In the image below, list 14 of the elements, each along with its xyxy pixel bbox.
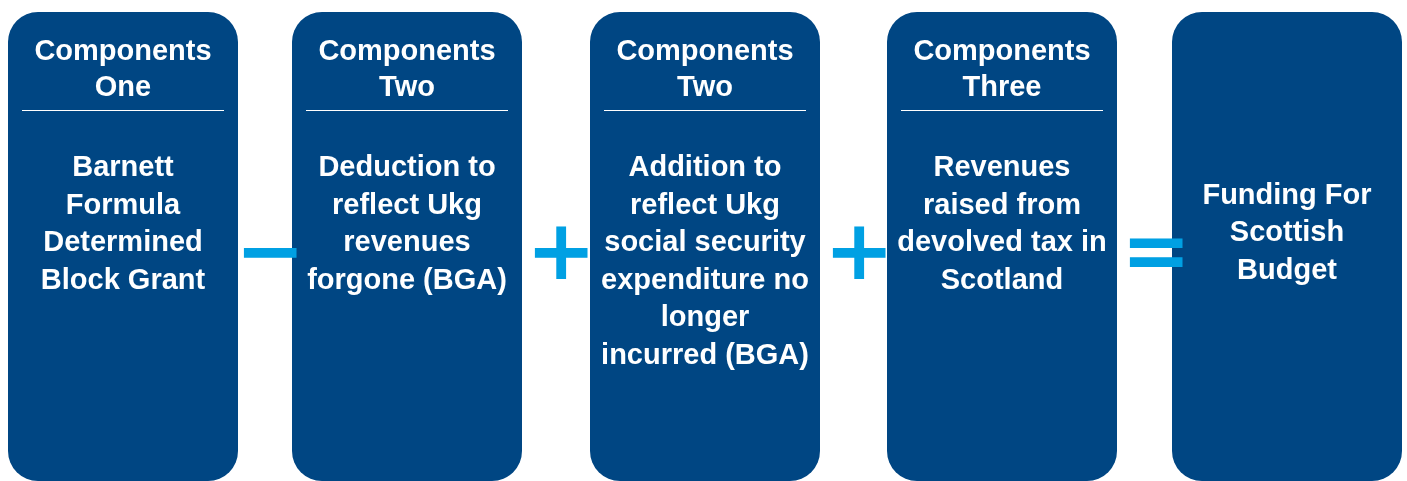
card-heading: Components One — [33, 33, 213, 104]
component-card — [887, 12, 1117, 481]
card-text: Funding For Scottish Budget — [1201, 176, 1373, 287]
card-text: Addition to reflect Ukg social security expenditure no longer incurred (BGA) — [601, 150, 809, 370]
card-text: Revenues raised from devolved tax in Scotland — [897, 150, 1107, 295]
card-text: Barnett Formula Determined Block Grant — [40, 150, 206, 295]
component-card — [8, 12, 238, 481]
card-heading: Components Three — [912, 33, 1092, 104]
card-text: Deduction to reflect Ukg revenues forgone (BGA) — [307, 150, 507, 295]
card-heading: Components Two — [615, 33, 795, 104]
operator-sign: + — [526, 201, 597, 299]
operator-sign: + — [824, 201, 895, 299]
component-card — [590, 12, 820, 481]
card-heading: Components Two — [317, 33, 497, 104]
